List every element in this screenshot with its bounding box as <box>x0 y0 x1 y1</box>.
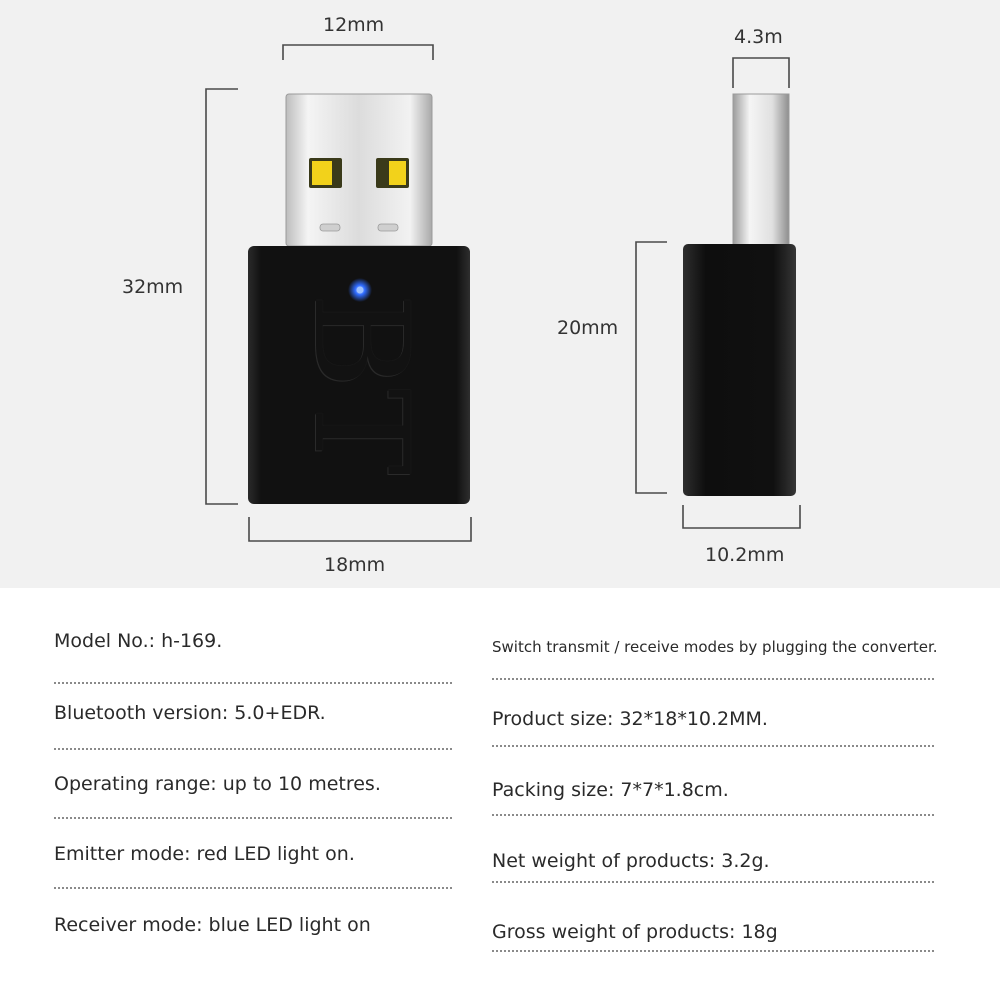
spec-divider <box>54 887 452 889</box>
dim-label-4-3m: 4.3m <box>734 26 783 48</box>
bt-logo: BT <box>285 293 437 476</box>
usb-plug-side <box>732 93 790 247</box>
usb-adapter-body <box>248 246 470 504</box>
spec-gross-weight: Gross weight of products: 18g <box>492 921 778 943</box>
spec-divider <box>492 881 934 883</box>
spec-divider <box>54 682 452 684</box>
dim-label-12mm: 12mm <box>323 14 385 36</box>
spec-divider <box>492 950 934 952</box>
dim-label-32mm: 32mm <box>122 276 184 298</box>
usb-plug-metal <box>285 93 433 247</box>
dim-bracket-4-3m <box>732 57 790 88</box>
dim-bracket-12mm <box>282 44 434 60</box>
spec-divider <box>492 814 934 816</box>
dim-bracket-20mm <box>635 241 667 494</box>
usb-adapter-side-body <box>683 244 796 496</box>
spec-packing-size: Packing size: 7*7*1.8cm. <box>492 779 729 801</box>
spec-divider <box>54 748 452 750</box>
dim-bracket-10-2mm <box>682 505 801 529</box>
usb-adapter-front-view <box>205 44 801 542</box>
spec-product-size: Product size: 32*18*10.2MM. <box>492 708 768 730</box>
dim-label-10-2mm: 10.2mm <box>705 544 785 566</box>
product-image-panel: BT 12mm 32mm 18mm 4.3m 20mm 10.2mm <box>0 0 1000 588</box>
spec-divider <box>54 817 452 819</box>
spec-divider <box>492 745 934 747</box>
dim-bracket-18mm <box>248 517 472 542</box>
dim-label-20mm: 20mm <box>557 317 619 339</box>
spec-operating-range: Operating range: up to 10 metres. <box>54 773 381 795</box>
spec-bluetooth-version: Bluetooth version: 5.0+EDR. <box>54 702 326 724</box>
dim-label-18mm: 18mm <box>324 554 386 576</box>
spec-receiver-mode: Receiver mode: blue LED light on <box>54 914 371 936</box>
spec-mode-switch: Switch transmit / receive modes by plugg… <box>492 638 938 656</box>
spec-net-weight: Net weight of products: 3.2g. <box>492 850 770 872</box>
spec-model-number: Model No.: h-169. <box>54 630 223 652</box>
dim-bracket-32mm <box>205 88 238 505</box>
spec-divider <box>492 678 934 680</box>
spec-emitter-mode: Emitter mode: red LED light on. <box>54 843 355 865</box>
